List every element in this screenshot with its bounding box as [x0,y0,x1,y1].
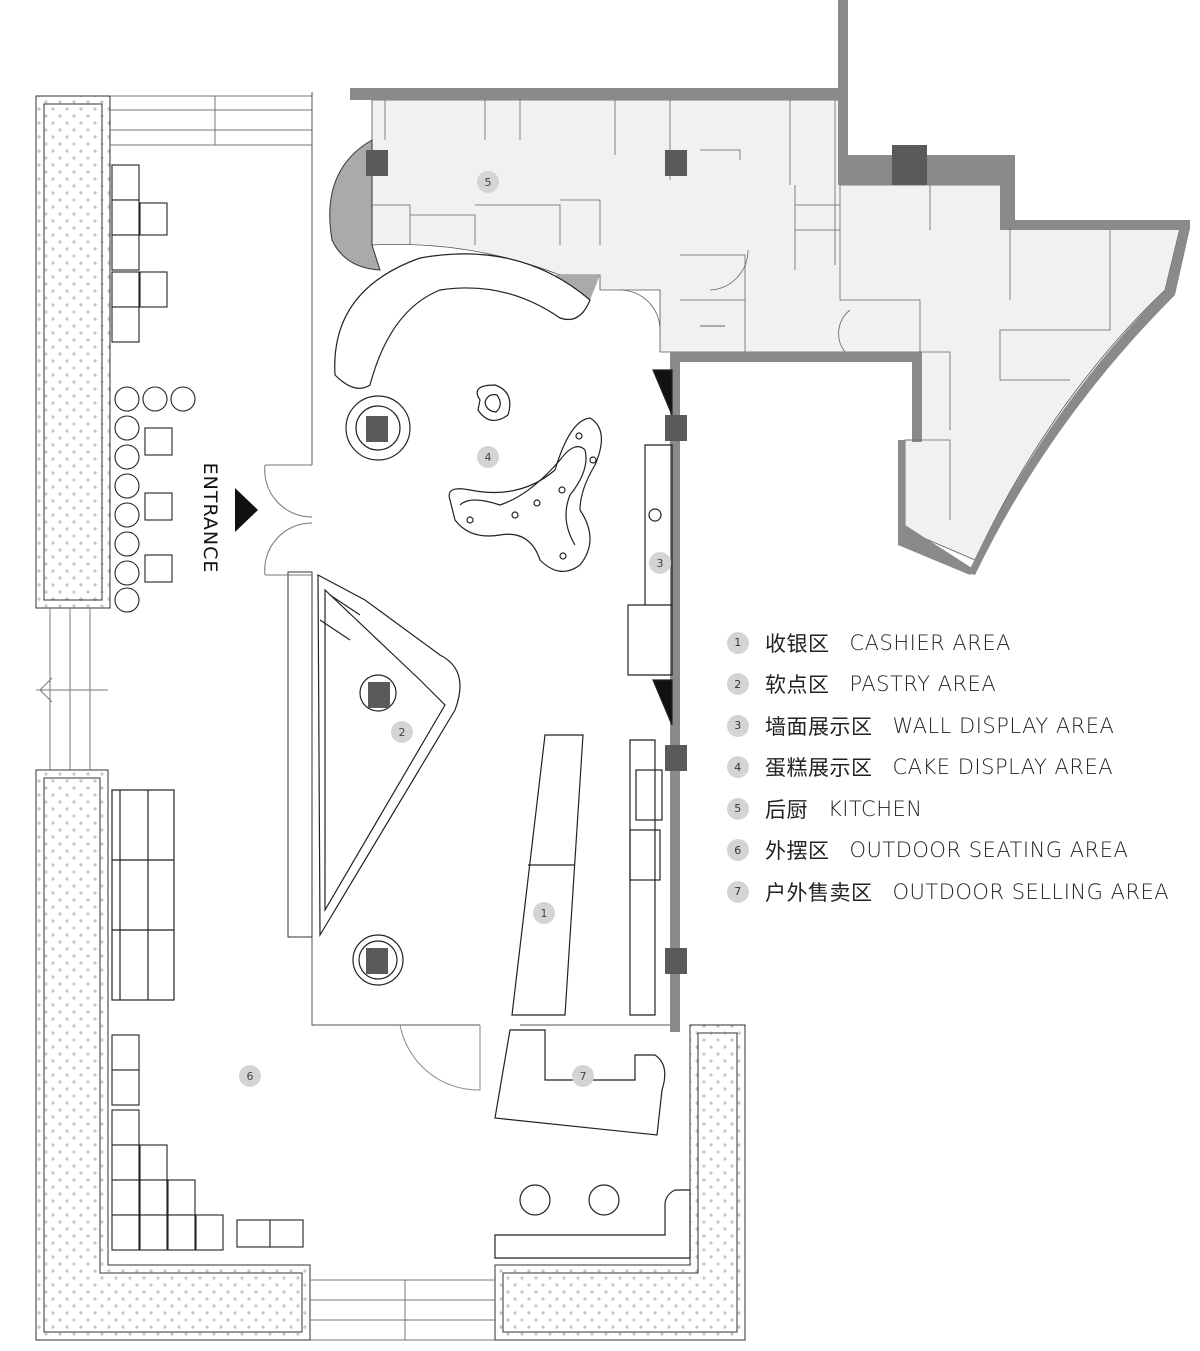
legend-number: 5 [727,797,749,820]
planter-bottom-right [494,1024,746,1341]
column [366,948,388,974]
legend-en: OUTDOOR SELLING AREA [892,879,1170,904]
legend-en: CAKE DISPLAY AREA [892,755,1114,780]
entrance-arrow-icon [235,488,258,532]
cashier-counter [511,734,584,1016]
legend-en: OUTDOOR SEATING AREA [849,838,1129,863]
column [665,415,687,441]
legend-number: 7 [727,880,749,903]
zone-marker-kitchen: 5 [477,171,499,193]
kitchen-area [329,0,1190,1032]
legend-en: WALL DISPLAY AREA [892,713,1115,738]
legend-number: 6 [727,839,749,862]
legend-zh: 墙面展示区 [765,714,873,739]
corner-bench [494,1189,691,1259]
legend-number: 1 [727,631,749,654]
planter-bottom-left [35,769,311,1341]
curved-counter [334,253,591,389]
legend-zh: 户外售卖区 [765,880,873,905]
zone-marker-cake-display: 4 [477,446,499,468]
planter-left [35,95,111,609]
legend-number: 2 [727,673,749,696]
legend-item: 7 户外售卖区 OUTDOOR SELLING AREA [727,871,1169,913]
column [366,150,388,176]
legend: 1 收银区 CASHIER AREA 2 软点区 PASTRY AREA 3 墙面展示区 W… [727,622,1169,913]
zone-marker-outdoor-seating: 6 [239,1065,261,1087]
legend-zh: 收银区 [765,631,830,656]
legend-zh: 蛋糕展示区 [765,756,873,781]
zone-marker-pastry: 2 [391,721,413,743]
column [665,948,687,974]
column [368,682,390,708]
legend-en: PASTRY AREA [849,672,997,697]
legend-zh: 软点区 [765,673,830,698]
legend-number: 4 [727,756,749,779]
legend-zh: 外摆区 [765,839,830,864]
pastry-counter [317,573,461,938]
legend-item: 4 蛋糕展示区 CAKE DISPLAY AREA [727,747,1169,789]
legend-item: 3 墙面展示区 WALL DISPLAY AREA [727,705,1169,747]
legend-zh: 后厨 [765,797,808,822]
column [892,145,927,185]
legend-item: 6 外摆区 OUTDOOR SEATING AREA [727,830,1169,872]
zone-marker-outdoor-selling: 7 [572,1065,594,1087]
entrance-label: ENTRANCE [199,462,221,574]
column [665,150,687,176]
legend-number: 3 [727,714,749,737]
column [366,416,388,442]
zone-marker-cashier: 1 [533,902,555,924]
legend-item: 5 后厨 KITCHEN [727,788,1169,830]
legend-en: CASHIER AREA [849,630,1011,655]
cake-display [448,417,602,572]
selling-counter [494,1029,666,1136]
legend-en: KITCHEN [828,796,923,821]
outdoor-seating [111,164,304,1251]
legend-item: 1 收银区 CASHIER AREA [727,622,1169,664]
column [665,745,687,771]
legend-item: 2 软点区 PASTRY AREA [727,664,1169,706]
zone-marker-wall-display: 3 [649,552,671,574]
